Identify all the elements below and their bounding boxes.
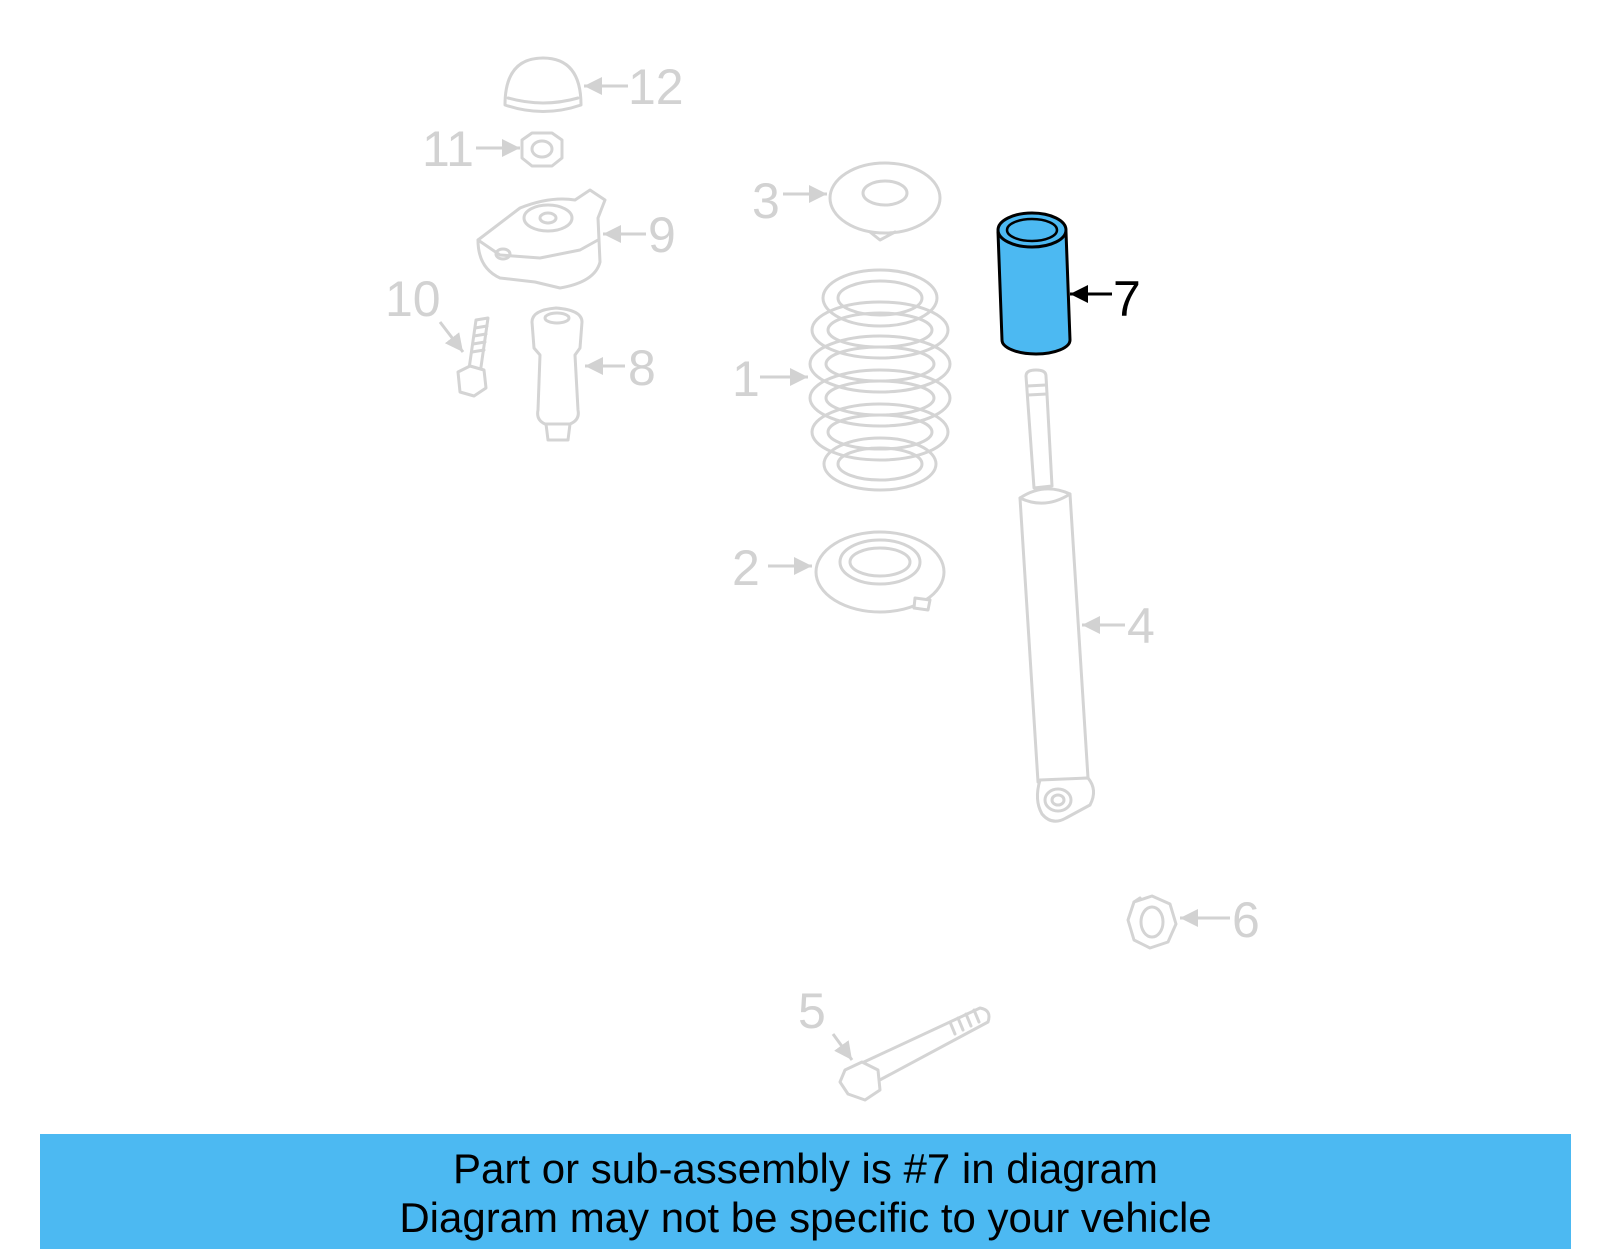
callout-4: 4 xyxy=(1127,598,1155,654)
banner-line-2: Diagram may not be specific to your vehi… xyxy=(399,1194,1212,1241)
part-4-shock-absorber xyxy=(1018,368,1095,823)
info-banner: Part or sub-assembly is #7 in diagram Di… xyxy=(40,1134,1571,1249)
callout-10: 10 xyxy=(385,271,441,327)
callout-2: 2 xyxy=(732,540,760,596)
leader-10 xyxy=(438,321,465,353)
callout-5: 5 xyxy=(798,983,826,1039)
callout-8: 8 xyxy=(628,340,656,396)
part-2-lower-spring-seat xyxy=(814,530,946,614)
callout-1: 1 xyxy=(732,351,760,407)
callout-6: 6 xyxy=(1232,892,1260,948)
callout-12: 12 xyxy=(628,59,684,115)
banner-line-1: Part or sub-assembly is #7 in diagram xyxy=(453,1145,1158,1192)
part-11-nut xyxy=(520,131,564,168)
callout-11: 11 xyxy=(422,121,474,177)
part-10-bolt xyxy=(456,316,490,398)
part-9-upper-mount xyxy=(476,188,607,290)
part-5-bolt xyxy=(838,1006,991,1102)
callout-3: 3 xyxy=(752,173,780,229)
callout-9: 9 xyxy=(648,207,676,263)
part-7-dust-boot-highlighted xyxy=(996,211,1072,356)
part-8-bump-stop xyxy=(530,306,584,442)
leader-5 xyxy=(831,1033,854,1061)
part-6-flange-nut xyxy=(1126,894,1178,950)
callout-7: 7 xyxy=(1113,271,1141,327)
part-1-coil-spring xyxy=(808,268,952,492)
part-12-dust-cap xyxy=(503,56,583,113)
part-3-upper-spring-seat xyxy=(828,161,942,242)
